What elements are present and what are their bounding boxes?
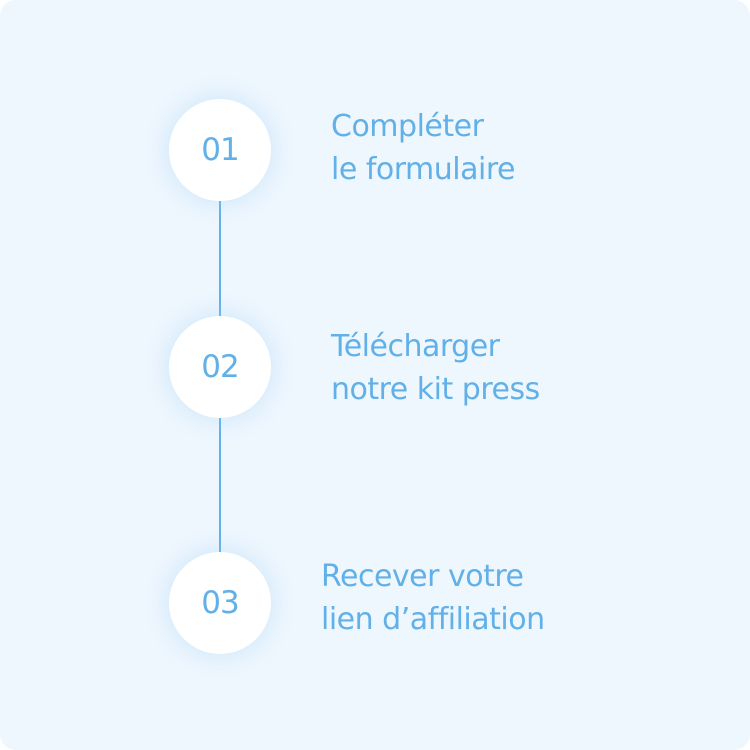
step-label-line: Compléter: [331, 109, 484, 144]
step-label-line: Télécharger: [331, 329, 500, 364]
connector-line: [219, 200, 221, 318]
connector-line: [219, 417, 221, 554]
step-label-line: lien d’affiliation: [321, 602, 545, 637]
step-label: Recever votre lien d’affiliation: [321, 555, 545, 641]
step-label-line: Recever votre: [321, 559, 524, 594]
step-label-line: notre kit press: [331, 372, 540, 407]
step-label: Télécharger notre kit press: [331, 325, 540, 411]
step-number-badge: 01: [169, 99, 271, 201]
step-label: Compléter le formulaire: [331, 105, 515, 191]
step-number-badge: 03: [169, 552, 271, 654]
step-label-line: le formulaire: [331, 152, 515, 187]
step-number-badge: 02: [169, 316, 271, 418]
